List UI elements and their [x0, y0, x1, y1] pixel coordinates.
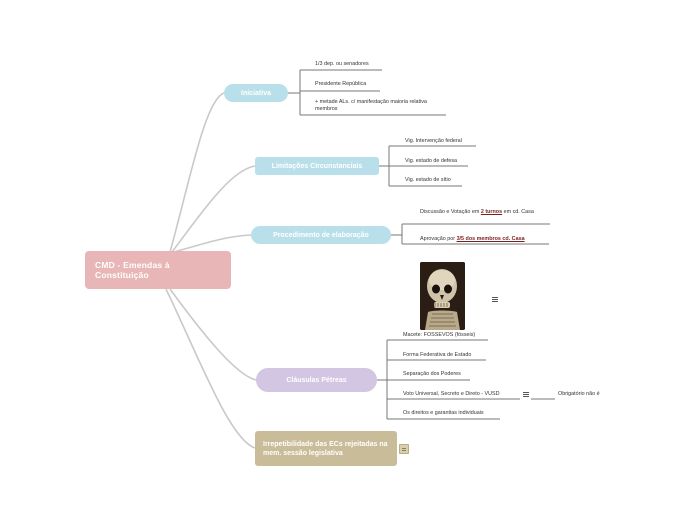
link-clausulas [169, 288, 257, 381]
leaf-clausulas-4[interactable]: Os direitos e garantias individuais [403, 410, 484, 416]
branch-iniciativa[interactable]: Iniciativa [224, 84, 288, 102]
leaf-procedimento-1-highlight: 2 turnos [480, 209, 503, 215]
leaf-clausulas-voto-sub[interactable]: Obrigatório não é [558, 391, 600, 397]
leaf-iniciativa-2[interactable]: Presidente República [315, 81, 367, 87]
leaf-limitacoes-3[interactable]: Vig. estado de sítio [405, 177, 451, 183]
branch-limitacoes[interactable]: Limitações Circunstanciais [255, 157, 379, 175]
skull-photo [420, 262, 465, 330]
link-iniciativa [169, 92, 225, 253]
branch-limitacoes-label: Limitações Circunstanciais [271, 162, 363, 170]
leaf-iniciativa-1[interactable]: 1/3 dep. ou senadores [315, 61, 369, 67]
leaf-procedimento-2[interactable]: Aprovação por 3/5 dos membros cd. Casa [420, 236, 525, 243]
branch-procedimento[interactable]: Procedimento de elaboração [251, 226, 391, 244]
branch-procedimento-label: Procedimento de elaboração [273, 231, 369, 239]
leaf-procedimento-2-highlight: 3/5 dos membros cd. Casa [456, 236, 525, 242]
link-irrepetibilidade [165, 288, 256, 449]
branch-irrepetibilidade-label: Irrepetibilidade das ECs rejeitadas na m… [263, 440, 388, 457]
link-procedimento [173, 234, 252, 253]
branch-clausulas-label: Cláusulas Pétreas [286, 376, 347, 384]
leaf-clausulas-2[interactable]: Separação dos Poderes [403, 371, 461, 377]
leaf-limitacoes-2[interactable]: Vig. estado de defesa [405, 158, 458, 164]
branch-iniciativa-label: Iniciativa [241, 89, 271, 97]
leaf-procedimento-2-pre: Aprovação por [420, 236, 457, 242]
root-topic[interactable]: CMD - Emendas à Constituição [85, 251, 231, 289]
branch-irrepetibilidade[interactable]: Irrepetibilidade das ECs rejeitadas na m… [255, 431, 397, 466]
note-icon[interactable] [399, 444, 409, 454]
leaf-clausulas-macete[interactable]: Macete: FOSSEVOS (fósseis) [403, 332, 476, 338]
root-topic-label: CMD - Emendas à Constituição [95, 260, 170, 280]
branch-clausulas[interactable]: Cláusulas Pétreas [256, 368, 377, 392]
link-limitacoes [171, 165, 256, 253]
menu-icon[interactable] [523, 392, 529, 397]
leaf-iniciativa-3[interactable]: + metade ALs. c/ manifestação maioria re… [315, 99, 427, 112]
leaf-clausulas-3[interactable]: Voto Universal, Secreto e Direto - VUSD [403, 391, 500, 397]
leaf-procedimento-1-pre: Discussão e Votação em [420, 209, 481, 215]
leaf-procedimento-1[interactable]: Discussão e Votação em 2 turnos em cd. C… [420, 209, 548, 216]
leaf-procedimento-1-post: em cd. Casa [502, 209, 534, 215]
leaf-clausulas-1[interactable]: Forma Federativa de Estado [403, 352, 472, 358]
leaf-limitacoes-1[interactable]: Vig. Intervenção federal [405, 138, 462, 144]
menu-icon[interactable] [492, 297, 498, 302]
